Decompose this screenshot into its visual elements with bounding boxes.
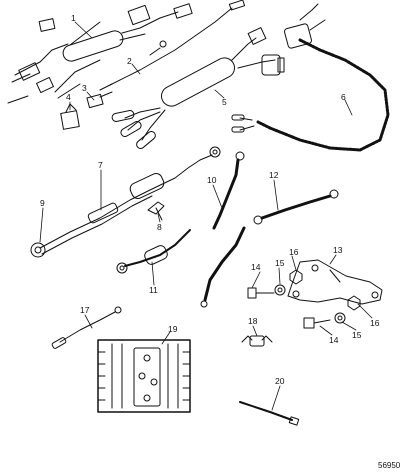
callout-4: 4 <box>66 92 71 102</box>
callout-12: 12 <box>269 170 279 180</box>
callout-3: 3 <box>82 83 87 93</box>
callout-14-upper: 14 <box>251 262 261 272</box>
part-15-washer-lower <box>334 312 346 324</box>
callout-11: 11 <box>149 285 158 295</box>
part-18-wing-nut <box>241 335 273 347</box>
part-20-cable-tie <box>239 401 300 426</box>
callout-15-lower: 15 <box>352 330 362 340</box>
part-12-cable <box>253 189 339 225</box>
callout-2: 2 <box>127 56 132 66</box>
part-6-long-harness <box>231 3 390 152</box>
callout-7: 7 <box>98 160 103 170</box>
callout-16-upper: 16 <box>289 247 299 257</box>
part-14-bolt-upper <box>247 287 275 299</box>
callout-18: 18 <box>248 316 258 326</box>
callout-8: 8 <box>157 222 162 232</box>
callout-9: 9 <box>40 198 45 208</box>
callout-10: 10 <box>207 175 217 185</box>
callout-20: 20 <box>275 376 285 386</box>
callout-labels: 1 2 3 4 5 6 7 8 9 10 11 12 13 14 14 15 1… <box>40 13 400 470</box>
callout-5: 5 <box>222 97 227 107</box>
part-3-connector <box>86 91 113 109</box>
callout-15-upper: 15 <box>275 258 285 268</box>
part-2-lead-wire <box>99 0 246 91</box>
callout-13: 13 <box>333 245 343 255</box>
callout-17: 17 <box>80 305 90 315</box>
part-10-cable <box>212 151 245 230</box>
part-11-cable-lug <box>116 229 191 274</box>
callout-16-lower: 16 <box>370 318 380 328</box>
part-9-terminal <box>30 242 46 258</box>
leader-lines <box>39 21 373 411</box>
callout-1: 1 <box>71 13 76 23</box>
drawing-code: 56950 <box>378 461 400 470</box>
callout-6: 6 <box>341 92 346 102</box>
part-13-bracket <box>287 259 383 305</box>
curved-cable <box>200 226 246 308</box>
part-5-harness-module <box>111 27 285 149</box>
part-15-washer-upper <box>274 284 286 296</box>
part-1-wiring-harness <box>7 3 193 104</box>
part-8-fuse <box>147 201 165 221</box>
callout-19: 19 <box>168 324 178 334</box>
callout-14-lower: 14 <box>329 335 339 345</box>
part-7-cable-fuse <box>39 146 221 255</box>
part-14-bolt-lower <box>303 317 331 329</box>
part-19-rectifier <box>97 339 191 413</box>
